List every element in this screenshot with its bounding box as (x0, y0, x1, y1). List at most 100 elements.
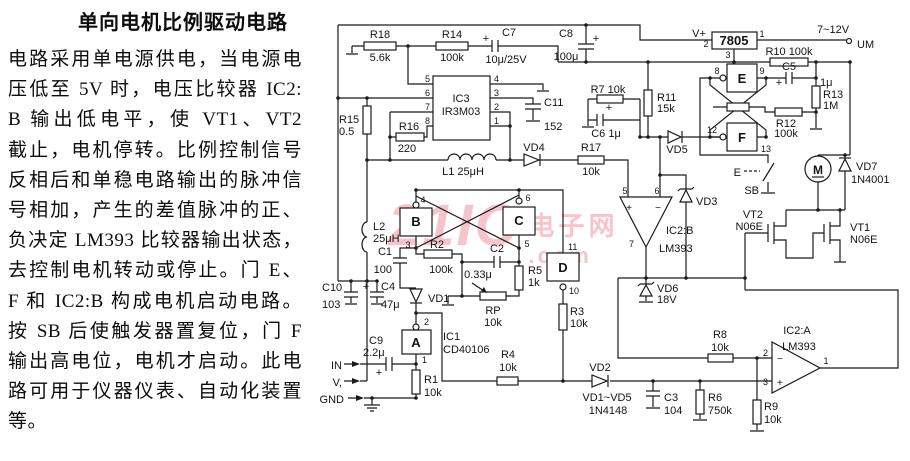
label-r8: R8 (713, 329, 727, 341)
diode-vd4 (523, 153, 541, 167)
label-ic2b-plus: + (626, 203, 632, 214)
label-vd-range: VD1~VD5 (582, 392, 631, 404)
label-gate-a: A (411, 335, 421, 350)
label-c8-value: 100μ (554, 51, 579, 63)
label-ic2a-pin3: 3 (763, 377, 768, 387)
label-r17-value: 10k (582, 166, 600, 178)
label-r2-value: 100k (429, 264, 453, 276)
resistor-r9 (752, 399, 762, 425)
label-r13-value: 1M (823, 100, 838, 112)
label-ic3-part: IR3M03 (442, 106, 481, 118)
resistor-r7 (596, 94, 624, 104)
label-c7: C7 (502, 27, 516, 39)
terminal-v-arrow (352, 378, 360, 384)
zener-vd3 (677, 186, 695, 203)
label-gate-c-pin5: 5 (524, 239, 529, 249)
resistor-r11 (643, 89, 653, 117)
label-r6: R6 (708, 392, 722, 404)
label-c10: C10 (322, 282, 342, 294)
label-r13: R13 (823, 89, 843, 101)
junction-dots (336, 23, 852, 400)
label-c5-plus: + (776, 77, 782, 89)
label-c11: C11 (544, 97, 563, 109)
label-ic3: IC3 (452, 93, 469, 105)
label-c1-value: 100 (374, 264, 392, 276)
bubble-a (412, 323, 420, 331)
components (344, 31, 853, 425)
diode-vd1 (409, 288, 423, 304)
capacitor-c6 (596, 114, 604, 126)
label-gate-a-pin1: 1 (422, 355, 427, 365)
label-c11-value: 152 (544, 121, 562, 133)
label-l2-value: 25μH (373, 233, 400, 245)
label-vd6-value: 18V (657, 294, 677, 306)
article: 单向电机比例驱动电路 电路采用单电源供电，当电源电压低至 5V 时，电压比较器 … (8, 6, 302, 438)
article-body: 电路采用单电源供电，当电源电压低至 5V 时，电压比较器 IC2:B 输出低电平… (8, 45, 302, 438)
potentiometer-rp (479, 291, 507, 301)
label-r9: R9 (764, 401, 778, 413)
label-c4: C4 (381, 281, 395, 293)
label-c6-plus: + (606, 102, 612, 114)
label-ic2a-plus: + (777, 378, 783, 389)
opamp-ic2a (771, 340, 822, 394)
label-ic2b-part: LM393 (659, 243, 693, 255)
label-c9: C9 (369, 335, 383, 347)
bubble-b (412, 201, 420, 209)
article-line: 号相加，产生的差值脉冲的正、 (8, 200, 302, 222)
terminal-gnd-arrow (356, 395, 364, 401)
label-gate-f-pin13: 13 (761, 144, 771, 154)
label-vt2-part: N06E (735, 221, 763, 233)
label-r18-value: 5.6k (370, 52, 391, 64)
label-ic3-pin5: 5 (425, 74, 430, 84)
label-vd1: VD1 (428, 293, 449, 305)
capacitor-c9 (385, 357, 393, 371)
label-r9-value: 10k (764, 414, 782, 426)
label-gate-e-pin9: 9 (759, 66, 764, 76)
label-ic3-pin3: 3 (494, 88, 499, 98)
label-c6: C6 1μ (591, 128, 621, 140)
label-r17: R17 (581, 142, 601, 154)
label-r14: R14 (442, 29, 462, 41)
label-vt1: VT1 (850, 222, 870, 234)
label-r12-value: 100k (774, 128, 798, 140)
label-c1: C1 (378, 246, 392, 258)
label-ic3-pin4: 4 (494, 74, 499, 84)
diode-vd2 (591, 374, 609, 388)
capacitor-c7 (491, 40, 499, 52)
label-c7-value: 10μ/25V (485, 54, 527, 66)
label-r16-value: 220 (398, 143, 416, 155)
zener-vd6 (637, 281, 655, 297)
diode-vd7 (838, 157, 852, 172)
resistor-r3 (558, 303, 568, 331)
label-gate-d-pin10: 10 (569, 286, 579, 296)
gate-a (401, 329, 432, 355)
resistor-r17 (577, 155, 605, 165)
capacitor-c8 (578, 43, 594, 50)
label-7805-pin3: 3 (725, 50, 730, 60)
resistor-r4 (496, 376, 519, 386)
resistor-r12 (774, 107, 803, 117)
label-c3: C3 (664, 392, 678, 404)
label-sb-gate: E (734, 167, 741, 179)
bubble-f (719, 133, 727, 141)
label-gate-a-pin2: 2 (424, 317, 429, 327)
label-c9-value: 2.2μ (363, 347, 385, 359)
gate-e (726, 63, 758, 93)
label-vt2: VT2 (743, 209, 763, 221)
terminal-in-arrow (352, 361, 360, 367)
label-r12: R12 (776, 118, 796, 130)
label-c4-plus: + (363, 281, 369, 293)
label-ic3-pin6: 6 (425, 88, 430, 98)
capacitor-c2 (493, 256, 501, 268)
label-r4: R4 (501, 349, 515, 361)
capacitor-c11 (525, 103, 541, 110)
label-l1: L1 25μH (442, 166, 484, 178)
regulator-7805 (711, 31, 758, 50)
label-7805: 7805 (720, 33, 749, 48)
label-vd-part: 1N4148 (589, 405, 628, 417)
inductor-l1 (447, 153, 497, 161)
article-line: 路可用于仪器仪表、自动化装置 (8, 381, 302, 403)
label-ic2b-pin7: 7 (629, 239, 634, 249)
label-gate-f-pin12: 12 (707, 125, 717, 135)
